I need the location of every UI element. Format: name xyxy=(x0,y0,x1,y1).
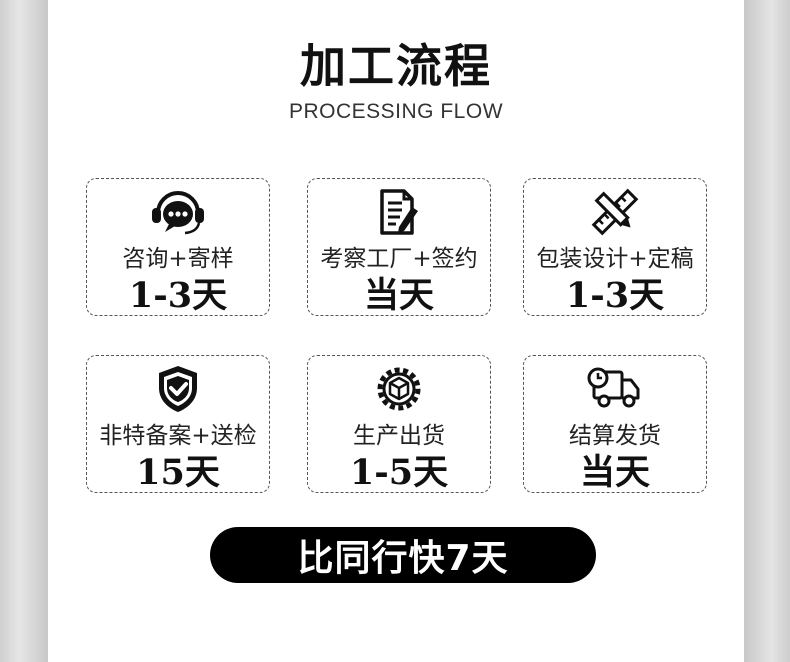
step-duration: 当天 xyxy=(579,452,650,493)
slogan-banner: 比同行快7天 xyxy=(210,527,596,583)
step-label: 包装设计+定稿 xyxy=(536,246,694,272)
right-backdrop xyxy=(744,0,790,662)
step-duration: 1-3天 xyxy=(128,275,228,316)
step-label: 非特备案+送检 xyxy=(99,423,257,449)
production-gear-icon xyxy=(308,364,490,414)
step-card-consult: 咨询+寄样 1-3天 xyxy=(86,178,270,316)
step-card-design: 包装设计+定稿 1-3天 xyxy=(523,178,707,316)
step-card-delivery: 结算发货 当天 xyxy=(523,355,707,493)
step-label: 咨询+寄样 xyxy=(122,246,234,272)
step-label: 考察工厂+签约 xyxy=(320,246,478,272)
left-backdrop xyxy=(0,0,48,662)
page-subtitle: PROCESSING FLOW xyxy=(288,100,504,123)
content-panel: 加工流程 PROCESSING FLOW 咨询+寄样 1-3天 xyxy=(48,0,744,662)
page-title: 加工流程 xyxy=(300,39,492,93)
step-label: 结算发货 xyxy=(569,423,661,449)
delivery-truck-icon xyxy=(524,364,706,414)
step-duration: 1-5天 xyxy=(349,452,449,493)
step-card-filing: 非特备案+送检 15天 xyxy=(86,355,270,493)
step-label: 生产出货 xyxy=(353,423,445,449)
step-duration: 当天 xyxy=(363,275,434,316)
step-card-inspect: 考察工厂+签约 当天 xyxy=(307,178,491,316)
document-sign-icon xyxy=(308,187,490,237)
step-card-production: 生产出货 1-5天 xyxy=(307,355,491,493)
customer-service-icon xyxy=(87,187,269,237)
step-duration: 15天 xyxy=(136,452,220,493)
design-tools-icon xyxy=(524,187,706,237)
step-duration: 1-3天 xyxy=(565,275,665,316)
shield-check-icon xyxy=(87,364,269,414)
